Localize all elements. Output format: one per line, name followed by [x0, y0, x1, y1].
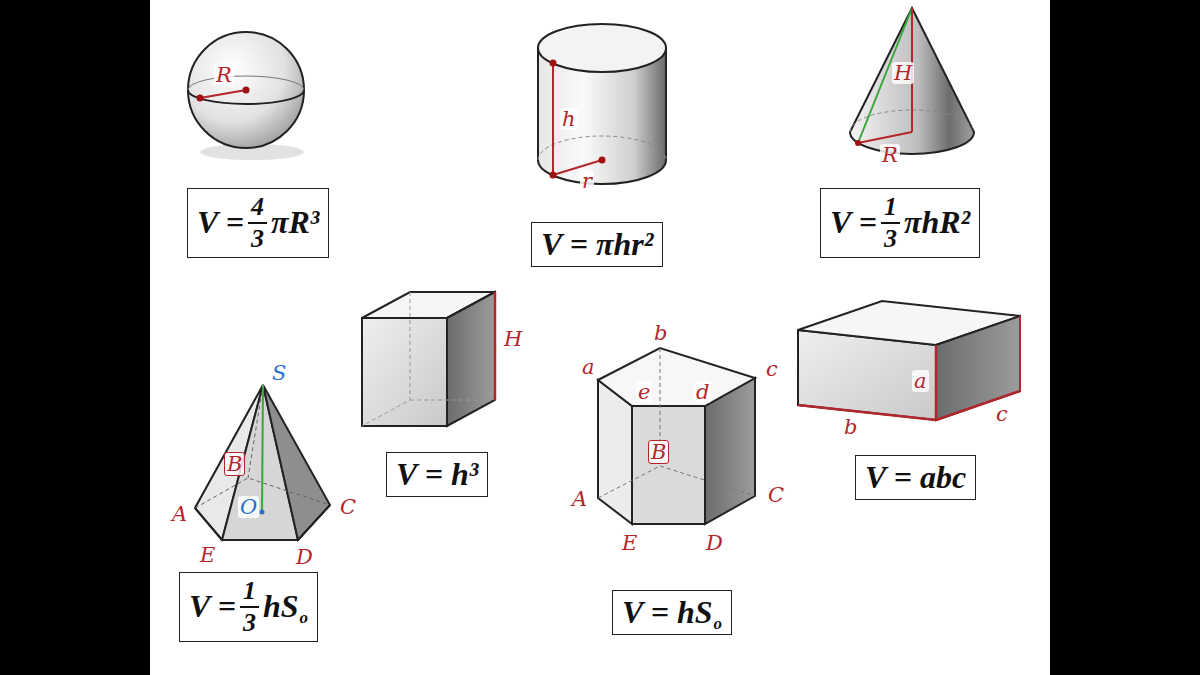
point	[197, 95, 204, 102]
radius-line	[200, 90, 246, 98]
figure-label: E	[620, 532, 639, 554]
cube-front	[362, 318, 447, 426]
figure-label: A	[170, 503, 189, 525]
radius-line	[553, 160, 602, 175]
formula-box: V = πhr²	[531, 222, 663, 267]
figure-label: a	[580, 356, 597, 378]
figure-label: A	[570, 488, 589, 510]
figure-label: r	[580, 170, 594, 192]
side-bar	[0, 0, 150, 675]
figure-label: O	[238, 496, 259, 518]
height-line	[494, 292, 497, 400]
formula-text: V = hS	[622, 594, 713, 631]
prism-top	[598, 348, 755, 406]
radius-line	[858, 132, 912, 143]
point	[599, 157, 606, 164]
formula-box: V = h³	[386, 452, 488, 497]
figure-label: R	[214, 64, 234, 86]
hidden-edge	[362, 292, 495, 426]
figure-label: d	[694, 381, 711, 403]
figure-label: h	[560, 108, 578, 130]
height-line	[935, 345, 938, 420]
boxed-vertex-label: B	[224, 452, 245, 476]
background	[150, 0, 1050, 675]
hidden-edge	[538, 136, 666, 160]
figure-label: S	[270, 362, 288, 384]
prism-face	[632, 406, 705, 524]
figure-label: c	[994, 403, 1010, 425]
figure-label: b	[652, 322, 669, 344]
figure-label: C	[766, 484, 786, 506]
formula-text: πhR²	[904, 204, 970, 241]
point	[243, 87, 250, 94]
figure-label: e	[636, 381, 652, 403]
formula-box: V = abc	[855, 455, 976, 500]
formula-text: V =	[830, 204, 877, 241]
point	[550, 172, 557, 179]
cone-body	[850, 8, 974, 154]
figure-label: H	[892, 62, 914, 84]
fraction-numerator: 4	[248, 192, 267, 224]
fraction-numerator: 1	[881, 192, 900, 224]
point	[855, 140, 861, 146]
formula-box: V =13hSo	[179, 572, 318, 642]
figure-label: D	[294, 546, 315, 568]
fraction: 43	[248, 192, 267, 254]
formula-box: V =13πhR²	[820, 188, 980, 258]
figure-label: C	[338, 496, 358, 518]
formula-text: V = abc	[865, 459, 966, 496]
formula-text: V = h³	[396, 456, 478, 493]
fraction-numerator: 1	[240, 576, 259, 608]
formula-text: V =	[197, 204, 244, 241]
subscript: o	[300, 608, 309, 628]
cube-side	[447, 292, 495, 426]
figure-label: b	[842, 416, 859, 438]
fraction: 13	[881, 192, 900, 254]
boxed-vertex-label: B	[648, 440, 669, 464]
fraction-denominator: 3	[881, 224, 900, 254]
formula-text: V = πhr²	[541, 226, 653, 263]
height-line	[262, 385, 263, 512]
formula-text: πR³	[271, 204, 319, 241]
figure-label: D	[704, 532, 725, 554]
sphere	[188, 32, 304, 148]
cylinder-top	[538, 24, 666, 72]
formula-text: V =	[189, 588, 236, 625]
figure-label: H	[502, 328, 524, 350]
formula-text: hS	[263, 588, 299, 625]
figure-label: a	[912, 370, 929, 392]
fraction-denominator: 3	[240, 608, 259, 638]
height-line	[552, 63, 554, 175]
edge-line	[1019, 316, 1021, 391]
point	[550, 60, 557, 67]
figure-label: c	[764, 358, 780, 380]
length-line	[798, 405, 936, 420]
figure-label: E	[198, 544, 217, 566]
point	[260, 510, 265, 515]
formula-box: V =43πR³	[187, 188, 329, 258]
formula-box: V = hSo	[612, 590, 732, 635]
fraction-denominator: 3	[248, 224, 267, 254]
subscript: o	[714, 614, 723, 634]
side-bar	[1050, 0, 1200, 675]
pyramid-base	[195, 505, 330, 540]
fraction: 13	[240, 576, 259, 638]
hidden-edge	[598, 348, 755, 498]
figure-label: R	[880, 144, 900, 166]
